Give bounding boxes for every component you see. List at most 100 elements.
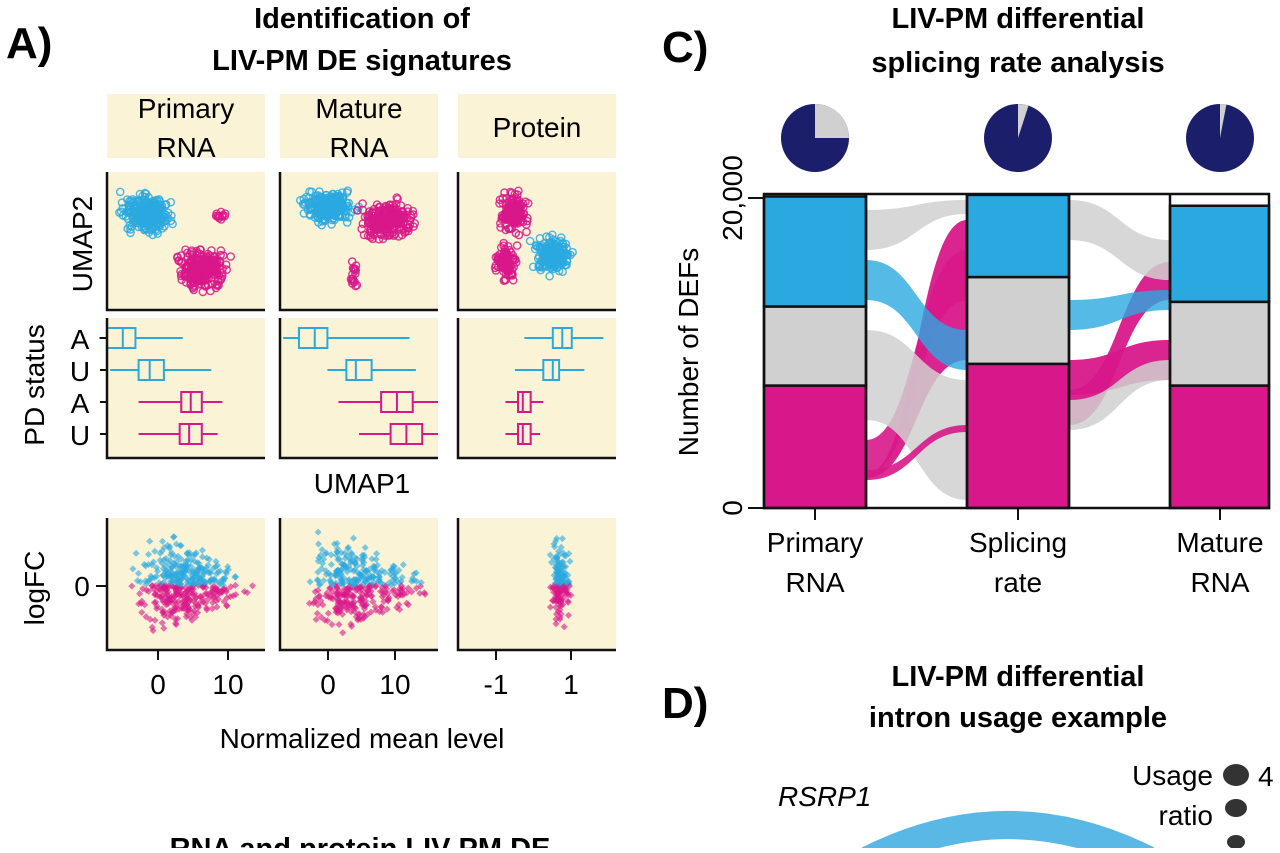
ma-point [209, 582, 217, 590]
ma-point [146, 537, 154, 545]
umap-point [168, 219, 177, 229]
ma-point [138, 597, 146, 605]
umap-point [300, 200, 309, 210]
umap-point [563, 250, 573, 260]
umap-point [562, 256, 572, 266]
umap-point [535, 242, 545, 252]
ma-xtick: 10 [212, 669, 243, 700]
ma-point [557, 610, 565, 618]
column-header-mature-rna: Mature RNA [280, 93, 438, 163]
ma-point [398, 573, 406, 581]
umap-point [547, 248, 557, 258]
box-row-label: A [71, 388, 90, 419]
umap-point [506, 247, 516, 257]
umap-point [377, 213, 386, 222]
ma-point [390, 579, 399, 588]
ma-point [560, 551, 568, 559]
ma-point [552, 575, 560, 583]
umap-point [173, 252, 182, 262]
ma-point [377, 579, 385, 587]
ma-point [190, 607, 198, 615]
box-body [106, 327, 137, 349]
usage-legend-dot [1225, 799, 1247, 817]
umap-point [403, 203, 413, 213]
ma-point [305, 599, 314, 607]
ma-xlabel: Normalized mean level [220, 723, 505, 754]
umap-point [496, 223, 505, 232]
ma-point [128, 582, 136, 590]
umap-point [503, 266, 513, 275]
box-ylabel: PD status [19, 324, 50, 445]
ma-point [160, 544, 168, 552]
ma-point [376, 608, 384, 616]
umap-point [318, 215, 328, 224]
umap-point [152, 195, 162, 205]
ma-point [555, 594, 564, 603]
ma-point [198, 546, 206, 554]
umap-point [115, 187, 125, 197]
ma-point [372, 555, 380, 563]
ma-point [215, 578, 223, 586]
umap-point [197, 279, 206, 289]
ma-point [178, 572, 186, 580]
ma-point [172, 606, 180, 614]
stack-segment-gray [1168, 300, 1271, 387]
umap-point [313, 209, 323, 218]
umap-point [142, 214, 151, 224]
ma-points [305, 528, 429, 637]
ma-point [373, 568, 381, 576]
umap-point [195, 249, 204, 259]
umap-point [534, 262, 544, 272]
box-body [297, 327, 329, 349]
usage-legend-dot [1223, 764, 1249, 786]
ma-point [340, 561, 349, 569]
ma-point [348, 622, 356, 630]
ma-point [192, 613, 200, 621]
alluvial-flows [866, 200, 1170, 500]
umap-point [167, 211, 176, 220]
umap-point [556, 236, 565, 246]
ma-point [345, 600, 353, 609]
ma-point [160, 611, 168, 619]
ma-point [330, 540, 338, 548]
ma-point [182, 562, 190, 570]
ma-point [559, 575, 567, 583]
panel-b-title-partial: RNA and protein LIV-PM DE [170, 833, 551, 848]
stack-segment-blue [1168, 204, 1271, 304]
ma-point [360, 614, 368, 622]
umap-point [376, 221, 386, 231]
ma-point [314, 568, 322, 576]
ma-point [350, 592, 358, 600]
ma-point [166, 572, 175, 580]
umap-point [384, 203, 393, 213]
umap-point [506, 194, 515, 204]
ma-point [184, 587, 192, 596]
umap-point [497, 259, 507, 269]
c-ytick-20000: 20,000 [717, 155, 748, 241]
box-body [345, 359, 373, 381]
ma-point [165, 544, 173, 552]
umap-point [140, 192, 150, 202]
ma-point [333, 606, 341, 614]
column-header-primary-rna: Primary RNA [107, 93, 265, 163]
stack-segment-gray [762, 305, 868, 387]
ma-point [421, 590, 429, 598]
umap-point [337, 188, 347, 197]
ma-point [240, 587, 248, 596]
umap-point [181, 245, 190, 254]
c-xlabel-line1: Primary [767, 527, 863, 558]
ma-point [188, 572, 196, 580]
umap-point [349, 265, 359, 274]
umap-point [522, 227, 531, 237]
ma-points [546, 534, 575, 631]
ma-point [213, 561, 222, 569]
ma-point [334, 566, 343, 574]
c-ytick-0: 0 [717, 500, 748, 516]
ma-point [552, 615, 560, 623]
ma-panel-protein: -1 1 [456, 518, 616, 700]
umap-point [493, 255, 502, 265]
ma-point [560, 623, 568, 631]
alluvial-plot [762, 192, 1271, 510]
ma-point [371, 603, 379, 611]
